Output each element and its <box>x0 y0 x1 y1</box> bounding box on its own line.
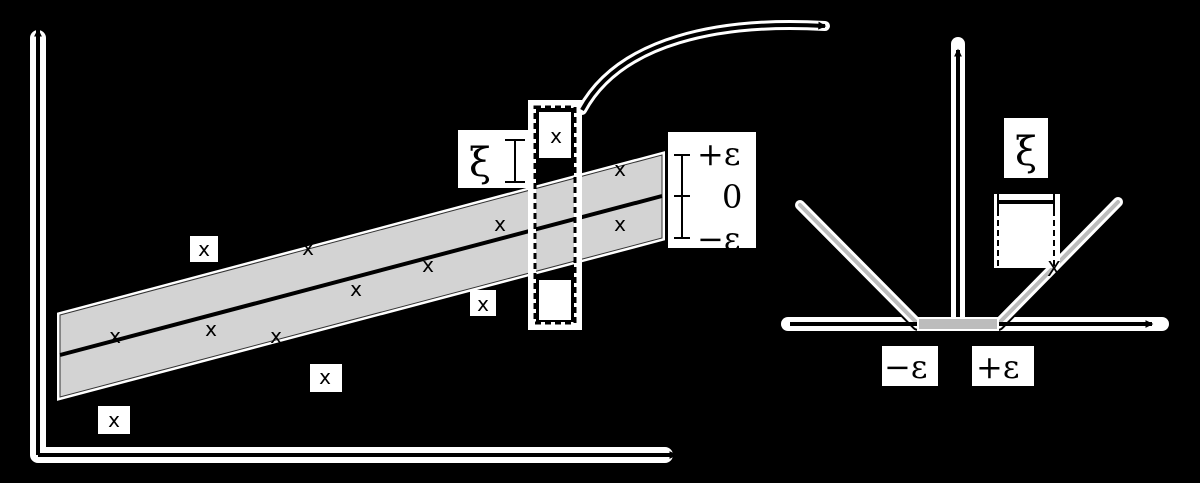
right-axes-halo <box>781 37 1169 331</box>
outlier-point: x <box>477 292 489 316</box>
data-point: x <box>205 317 217 341</box>
point-label-backgrounds <box>98 236 496 434</box>
minus-epsilon-label: −ε <box>697 220 740 258</box>
loss-plus-epsilon-label: +ε <box>976 348 1019 386</box>
loss-xi-measure: ξ X <box>994 118 1061 318</box>
loss-epsilon-labels: −ε +ε <box>882 346 1034 386</box>
data-point: x <box>494 212 506 236</box>
loss-xi-label: ξ <box>1015 129 1037 175</box>
loss-minus-epsilon-label: −ε <box>884 348 927 386</box>
zero-label: 0 <box>722 178 742 216</box>
regression-line <box>59 194 663 357</box>
plus-epsilon-label: +ε <box>697 135 740 173</box>
data-point: x <box>270 324 282 348</box>
zero-loss-region <box>917 317 999 331</box>
data-point: x <box>109 324 121 348</box>
right-plot: ξ X −ε +ε <box>781 37 1169 386</box>
data-point: x <box>302 236 314 260</box>
epsilon-scale: +ε 0 −ε <box>668 132 756 258</box>
data-points: x x x x x x x x x x x x x <box>108 157 626 432</box>
outlier-point: x <box>198 237 210 261</box>
data-point: x <box>350 277 362 301</box>
highlight-box: x <box>528 100 582 330</box>
curved-arrow <box>577 20 830 115</box>
xi-bracket: ξ <box>458 130 532 188</box>
left-plot: x x x x x x x x x x x x x x <box>30 20 830 463</box>
data-point: x <box>422 253 434 277</box>
outlier-point: x <box>319 365 331 389</box>
outlier-point: x <box>108 408 120 432</box>
highlighted-point: x <box>550 124 562 148</box>
data-point: x <box>614 157 626 181</box>
data-point: x <box>614 212 626 236</box>
loss-point-marker: X <box>1047 257 1061 281</box>
xi-label: ξ <box>469 140 491 186</box>
